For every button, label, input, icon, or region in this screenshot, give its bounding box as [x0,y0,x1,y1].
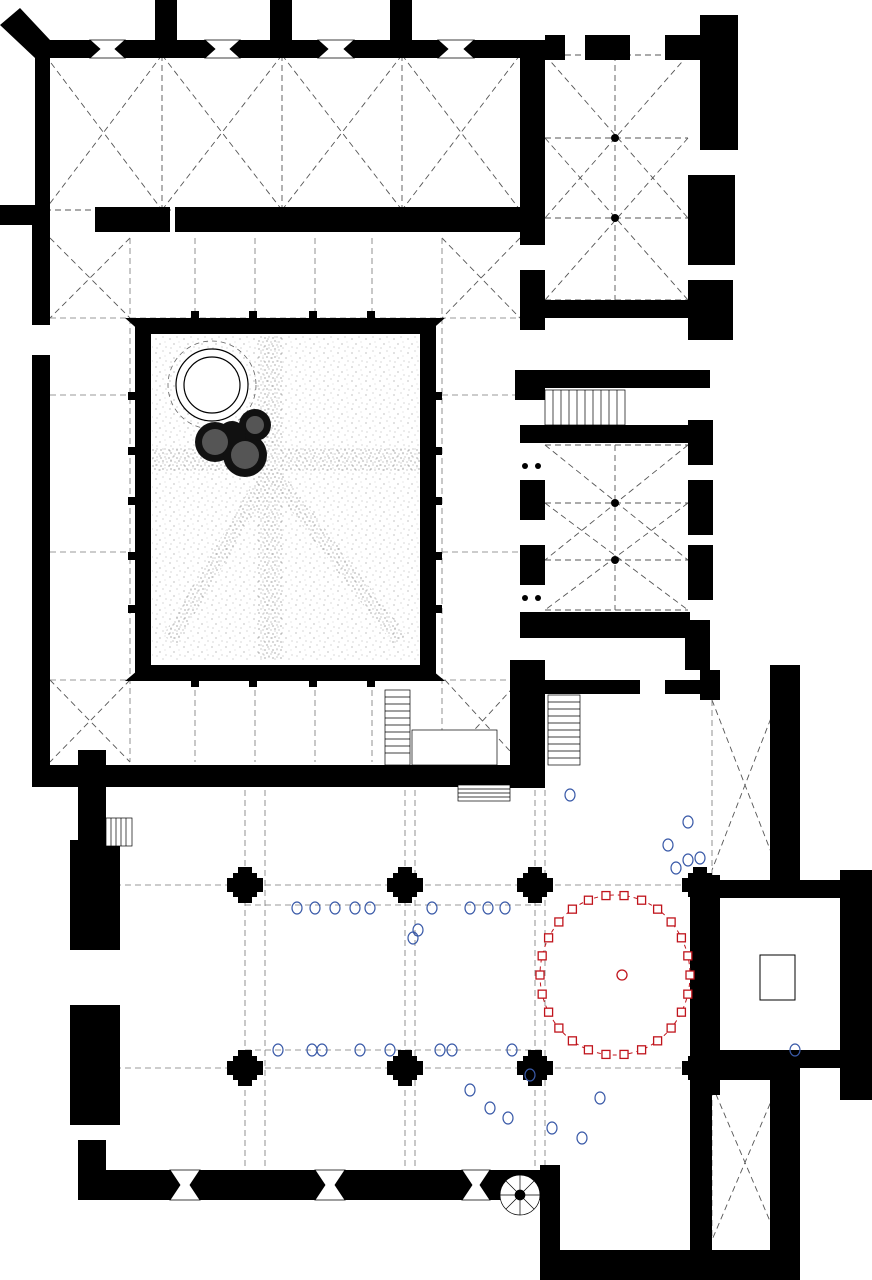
congregation-figure [316,1043,328,1057]
congregation-figure [412,923,424,937]
choir-figure [601,890,611,901]
altar [759,954,796,1001]
choir-figure [652,904,663,914]
congregation-figure [482,901,494,915]
congregation-figure [670,861,682,875]
choir-figures [535,890,695,1060]
choir-figure [583,1045,594,1055]
congregation-figure [464,901,476,915]
column-dots [205,134,619,601]
congregation-figure [484,1101,496,1115]
choir-figure [619,1049,629,1060]
congregation-figure [694,851,706,865]
congregation-figure [291,901,303,915]
choir-figure [537,989,547,999]
congregation-figure [546,1121,558,1135]
congregation-figures [272,788,801,1145]
choir-figure [666,1023,676,1033]
congregation-figure [499,901,511,915]
congregation-figure [594,1091,606,1105]
window-openings [88,39,491,1201]
congregation-figure [564,788,576,802]
choir-figure [652,1036,663,1046]
congregation-figure [329,901,341,915]
congregation-figure [354,1043,366,1057]
choir-figure [543,1007,554,1017]
congregation-figure [446,1043,458,1057]
congregation-figure [662,838,674,852]
congregation-figure [364,901,376,915]
choir-figure [583,895,594,905]
choir-figure [554,917,564,927]
choir-figure [619,890,629,901]
choir-figure [535,970,545,980]
choir-figure [554,1023,564,1033]
congregation-figure [272,1043,284,1057]
choir-figure [666,917,676,927]
congregation-figure [349,901,361,915]
choir-figure [683,989,693,999]
choir-figure [676,1007,687,1017]
choir-figure [685,970,695,980]
choir-figure [601,1049,611,1060]
congregation-figure [682,853,694,867]
congregation-figure [464,1083,476,1097]
choir-figure [636,895,647,905]
fountain [167,340,257,430]
choir-figure [636,1045,647,1055]
choir-figure [567,904,578,914]
choir-figure [537,951,547,961]
congregation-figure [789,1043,801,1057]
congregation-figure [426,901,438,915]
congregation-figure [524,1068,536,1082]
choir-figure [543,933,554,943]
congregation-figure [384,1043,396,1057]
congregation-figure [309,901,321,915]
tree-cluster [195,409,271,477]
congregation-figure [434,1043,446,1057]
congregation-figure [576,1131,588,1145]
choir-figure [683,951,693,961]
congregation-figure [502,1111,514,1125]
congregation-figure [407,931,419,945]
congregation-figure [682,815,694,829]
choir-figure [676,933,687,943]
stairs [105,389,626,1216]
cloister-garden [152,335,420,660]
choir-figure [616,969,628,981]
choir-figure [567,1036,578,1046]
congregation-figure [506,1043,518,1057]
